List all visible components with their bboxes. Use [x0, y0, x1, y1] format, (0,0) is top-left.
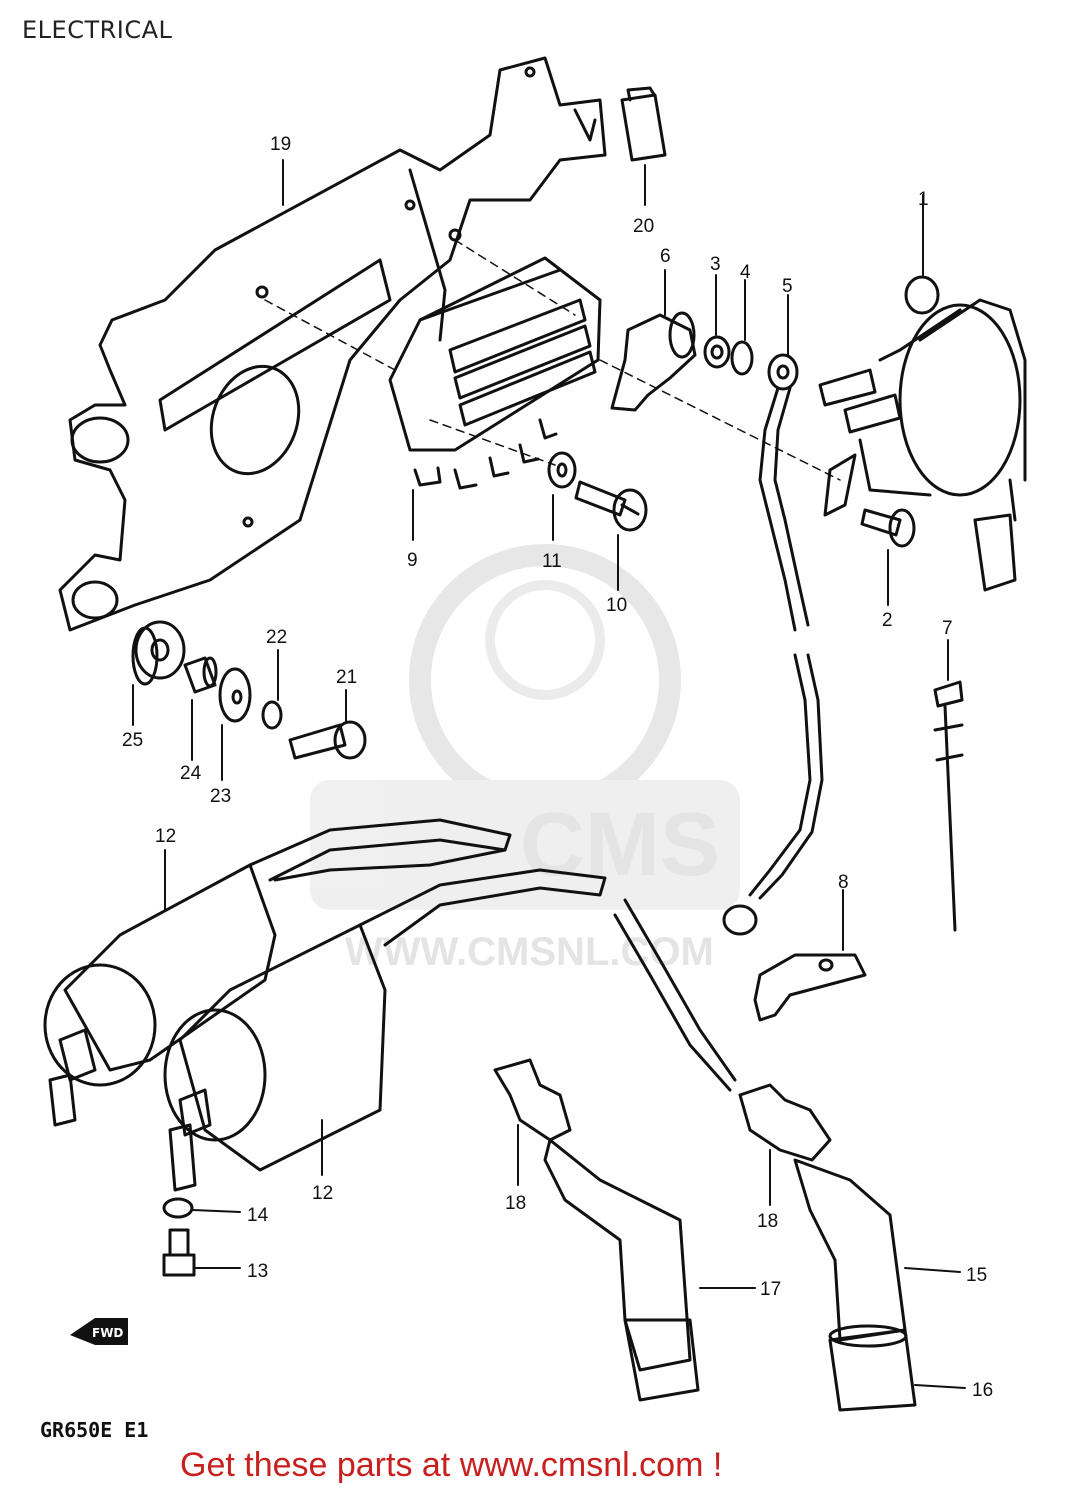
callout-17: 17: [760, 1279, 781, 1300]
callout-11: 11: [542, 551, 562, 572]
plug-cap-part-15: [793, 1158, 961, 1342]
callout-labels: 1 2 3 4 5 6 7 8 9 10 11 12 12 13 14 15 1…: [122, 134, 993, 1401]
bolt-part-13: [162, 1228, 241, 1277]
cap-seal-part-18a: [493, 1058, 572, 1186]
callout-9: 9: [407, 550, 418, 571]
callout-10: 10: [606, 595, 627, 616]
callout-22: 22: [266, 627, 287, 648]
callout-16: 16: [972, 1380, 993, 1401]
callout-2: 2: [882, 610, 893, 631]
callout-13: 13: [247, 1261, 268, 1282]
washer-part-23: [218, 667, 252, 781]
callout-20: 20: [633, 216, 654, 237]
fwd-label: FWD: [92, 1326, 123, 1340]
callout-4: 4: [740, 262, 751, 283]
watermark-url: WWW.CMSNL.COM: [345, 930, 714, 974]
callout-5: 5: [782, 276, 793, 297]
callout-23: 23: [210, 786, 231, 807]
cable-tie-part-7: [933, 639, 964, 932]
bracket-part-19: [58, 56, 607, 632]
callout-24: 24: [180, 763, 202, 784]
high-tension-cord: [613, 898, 737, 1092]
cap-seal-part-18b: [738, 1083, 832, 1206]
promo-banner[interactable]: Get these parts at www.cmsnl.com !: [180, 1446, 722, 1485]
callout-14: 14: [247, 1205, 269, 1226]
watermark-brand: CMS: [520, 795, 720, 895]
callout-25: 25: [122, 730, 143, 751]
washer-part-4: [730, 279, 754, 376]
collar-part-24: [183, 656, 218, 761]
ignition-coil-part-12b: [163, 868, 607, 1192]
boot-part-16: [828, 1324, 966, 1412]
screw-part-21: [288, 689, 367, 760]
callout-18a: 18: [505, 1193, 526, 1214]
plug-cap-part-17: [543, 1138, 756, 1402]
callout-15: 15: [966, 1265, 987, 1286]
washer-part-14: [162, 1197, 241, 1219]
lead-wire-part-5: [722, 294, 824, 936]
fwd-arrow-icon: FWD: [70, 1318, 128, 1345]
promo-link[interactable]: Get these parts at www.cmsnl.com !: [180, 1446, 723, 1484]
callout-8: 8: [838, 872, 849, 893]
callout-1: 1: [918, 189, 929, 210]
bolt-part-2: [860, 508, 916, 606]
callout-6: 6: [660, 246, 671, 267]
model-code: GR650E E1: [40, 1418, 149, 1442]
boot-part-6: [610, 269, 697, 412]
regulator-part-9: [388, 256, 602, 541]
clamp-part-8: [753, 889, 867, 1022]
page-title: ELECTRICAL: [22, 16, 173, 44]
callout-7: 7: [942, 618, 953, 639]
callout-18b: 18: [757, 1211, 778, 1232]
callout-21: 21: [336, 667, 357, 688]
washer-part-11: [547, 451, 577, 541]
starter-relay-part-1: [818, 194, 1027, 592]
screw-part-10: [574, 480, 648, 591]
connector-cap-part-20: [620, 86, 667, 206]
ignition-coil-part-12a: [43, 818, 512, 1127]
grommet-part-25: [131, 620, 186, 726]
callout-12a: 12: [155, 826, 176, 847]
cms-watermark: CMS WWW.CMSNL.COM: [310, 544, 740, 974]
lock-washer-part-22: [261, 649, 283, 730]
callout-3: 3: [710, 254, 721, 275]
callout-12b: 12: [312, 1183, 333, 1204]
callout-19: 19: [270, 134, 291, 155]
nut-part-3: [703, 274, 731, 369]
